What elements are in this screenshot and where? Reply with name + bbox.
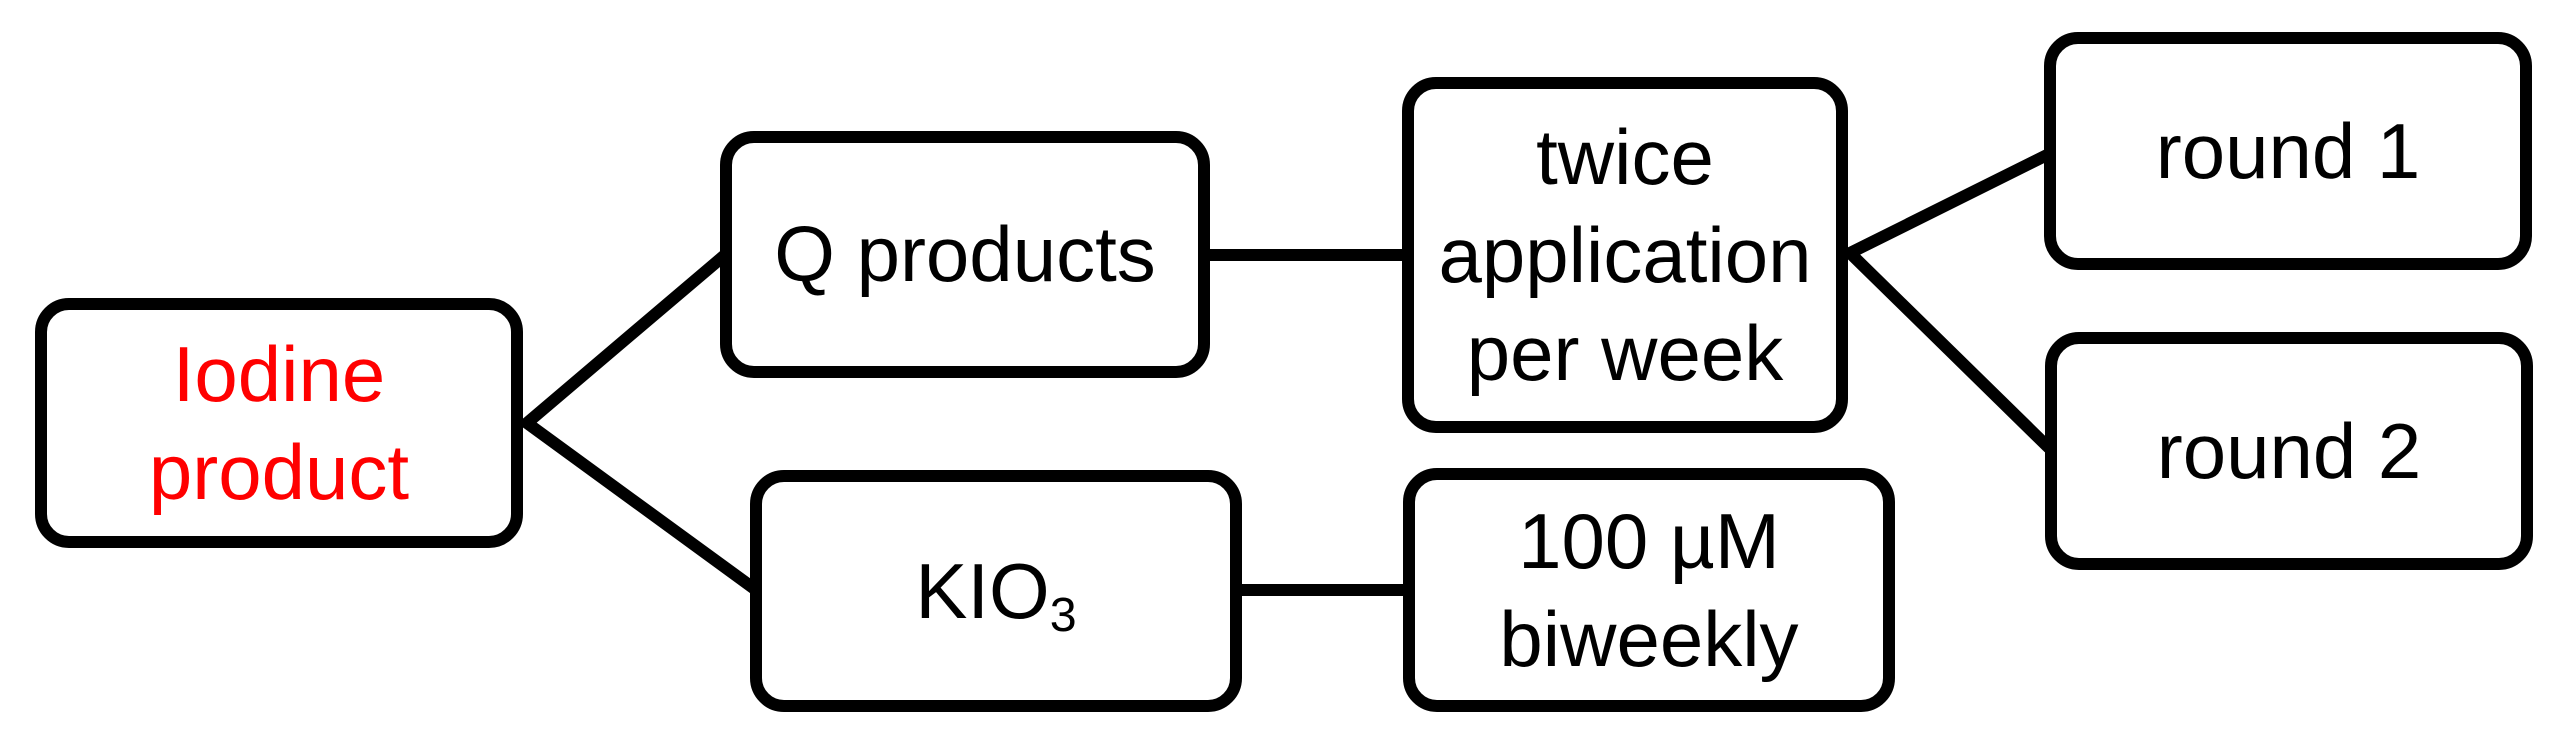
node-q-products-label: Q products <box>774 210 1156 299</box>
node-round-1-label: round 1 <box>2155 106 2421 195</box>
node-kio3: KIO3 <box>750 470 1242 712</box>
node-100um-biweekly: 100 µM biweekly <box>1403 468 1895 712</box>
node-q-products: Q products <box>720 131 1210 378</box>
node-kio3-formula-subscript: 3 <box>1049 588 1077 643</box>
node-twice-application-per-week-label: twice application per week <box>1438 112 1812 398</box>
node-kio3-formula-base: KIO <box>915 546 1050 635</box>
node-iodine-product: Iodine product <box>35 298 523 548</box>
node-round-2: round 2 <box>2045 332 2533 570</box>
connector-root-fork <box>517 249 760 595</box>
node-100um-biweekly-label: 100 µM biweekly <box>1499 496 1799 683</box>
node-iodine-product-label: Iodine product <box>148 329 410 516</box>
node-twice-application-per-week: twice application per week <box>1402 77 1848 433</box>
node-kio3-label: KIO3 <box>915 542 1076 640</box>
connector-regimen-fork <box>1839 148 2054 453</box>
node-round-2-label: round 2 <box>2156 406 2422 495</box>
node-round-1: round 1 <box>2044 32 2532 270</box>
